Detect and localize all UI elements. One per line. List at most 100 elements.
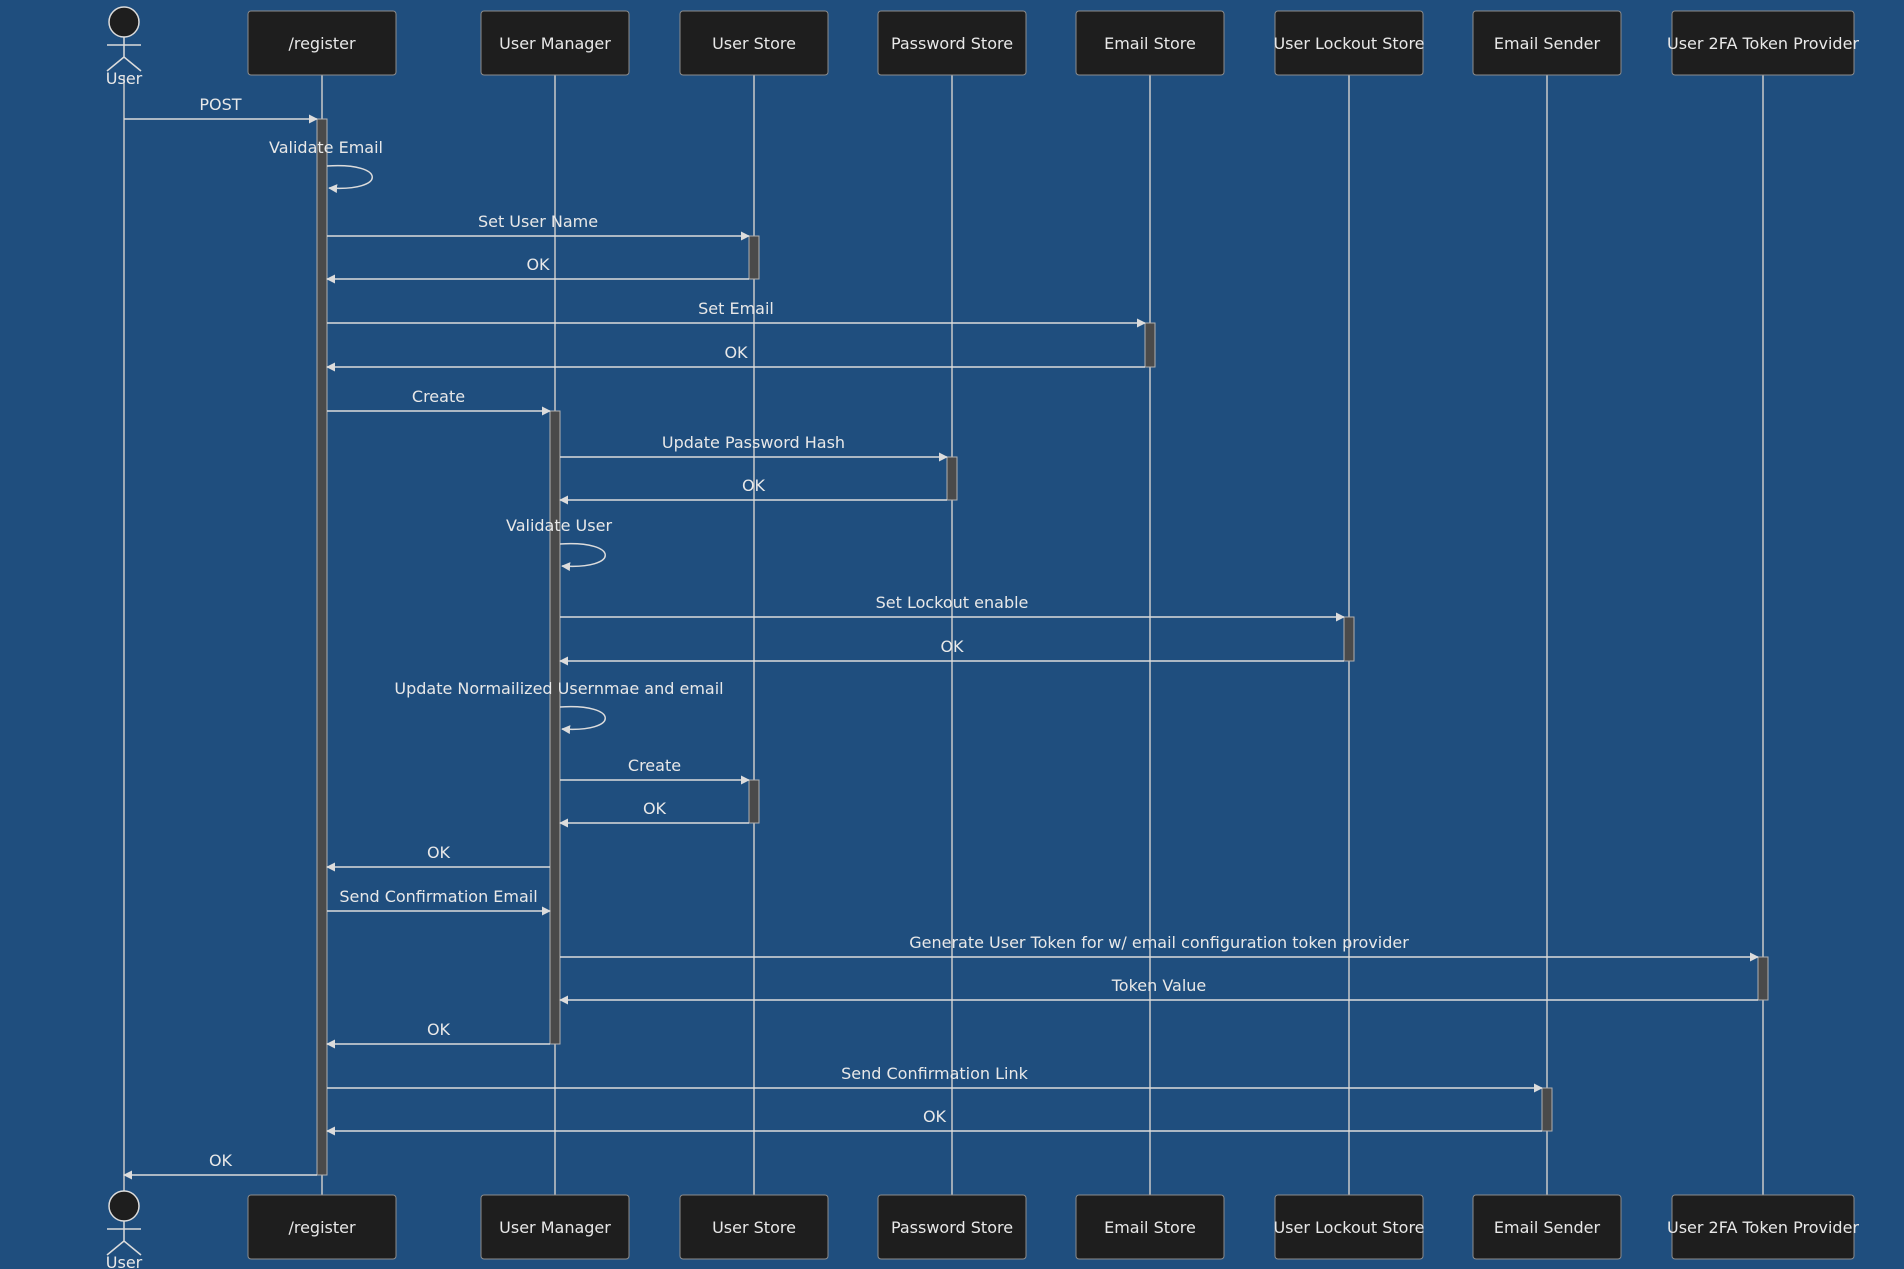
participant-label: Password Store	[891, 1218, 1013, 1237]
message-9: Validate User	[506, 516, 612, 572]
participant-user-lockout-store-bottom: User Lockout Store	[1273, 1194, 1425, 1260]
participant-label: User Lockout Store	[1273, 34, 1424, 53]
participant-box	[877, 10, 1027, 76]
message-label: Update Password Hash	[662, 433, 845, 452]
participant-box	[247, 1194, 397, 1260]
participant-password-store-bottom: Password Store	[877, 1194, 1027, 1260]
message-label: Set User Name	[478, 212, 598, 231]
activation-bar-es	[1144, 322, 1156, 368]
message-10: Set Lockout enable	[560, 593, 1345, 622]
participant-user-store-top: User Store	[679, 10, 829, 76]
message-label: Send Confirmation Email	[339, 887, 537, 906]
message-20: Send Confirmation Link	[327, 1064, 1543, 1093]
participant-box	[1274, 1194, 1424, 1260]
participant-register-bottom: /register	[247, 1194, 397, 1260]
participant-label: User 2FA Token Provider	[1667, 1218, 1859, 1237]
message-21: OK	[326, 1107, 1542, 1136]
message-18: Token Value	[559, 976, 1758, 1005]
actor-label: User	[106, 1253, 143, 1269]
person-icon-body	[106, 37, 142, 72]
message-19: OK	[326, 1020, 550, 1049]
message-2: Set User Name	[327, 212, 750, 241]
message-label: Validate User	[506, 516, 612, 535]
participant-email-store-bottom: Email Store	[1075, 1194, 1225, 1260]
participant-email-sender-bottom: Email Sender	[1472, 1194, 1622, 1260]
participant-email-sender-top: Email Sender	[1472, 10, 1622, 76]
participant-label: /register	[288, 34, 356, 53]
participant-box	[1472, 1194, 1622, 1260]
activation-bar-um	[549, 410, 561, 1045]
participant-box	[480, 10, 630, 76]
message-12: Update Normailized Usernmae and email	[394, 679, 724, 735]
activation-bar-uls	[1343, 616, 1355, 662]
lifelines	[123, 75, 1764, 1195]
actor-user-top: User	[106, 6, 143, 88]
message-label: POST	[199, 95, 241, 114]
message-7: Update Password Hash	[560, 433, 948, 462]
message-6: Create	[327, 387, 551, 416]
participant-box	[1075, 10, 1225, 76]
participant-register-top: /register	[247, 10, 397, 76]
participant-box	[679, 10, 829, 76]
message-14: OK	[559, 799, 749, 828]
participant-label: User Store	[712, 34, 796, 53]
participant-box	[247, 10, 397, 76]
message-label: OK	[427, 843, 451, 862]
participant-box	[1671, 1194, 1855, 1260]
participant-label: Email Store	[1104, 1218, 1196, 1237]
participant-box	[1274, 10, 1424, 76]
participant-label: Password Store	[891, 34, 1013, 53]
participant-user-2fa-token-provider-bottom: User 2FA Token Provider	[1667, 1194, 1859, 1260]
message-label: OK	[209, 1151, 233, 1170]
participant-email-store-top: Email Store	[1075, 10, 1225, 76]
message-label: Token Value	[1111, 976, 1207, 995]
message-label: OK	[724, 343, 748, 362]
message-label: OK	[742, 476, 766, 495]
participant-user-manager-top: User Manager	[480, 10, 630, 76]
actor-user-bottom: User	[106, 1190, 143, 1269]
activation-bar-register	[316, 118, 328, 1176]
activation-bars	[316, 118, 1769, 1176]
message-16: Send Confirmation Email	[327, 887, 551, 916]
participant-label: Email Sender	[1494, 1218, 1601, 1237]
activation-bar-tfa	[1757, 956, 1769, 1001]
message-label: Set Email	[698, 299, 774, 318]
person-icon-head	[108, 1190, 140, 1222]
participant-label: Email Sender	[1494, 34, 1601, 53]
self-message-arrow	[326, 164, 373, 194]
message-8: OK	[559, 476, 947, 505]
participant-password-store-top: Password Store	[877, 10, 1027, 76]
participant-label: User Manager	[499, 1218, 611, 1237]
participant-label: Email Store	[1104, 34, 1196, 53]
message-1: Validate Email	[269, 138, 383, 194]
person-icon-body	[106, 1221, 142, 1256]
participant-label: User Manager	[499, 34, 611, 53]
message-label: OK	[940, 637, 964, 656]
participant-user-manager-bottom: User Manager	[480, 1194, 630, 1260]
participant-user-lockout-store-top: User Lockout Store	[1273, 10, 1425, 76]
message-label: Send Confirmation Link	[841, 1064, 1028, 1083]
participant-user-store-bottom: User Store	[679, 1194, 829, 1260]
message-label: Create	[628, 756, 681, 775]
participant-label: User Lockout Store	[1273, 1218, 1424, 1237]
message-13: Create	[560, 756, 750, 785]
message-label: Generate User Token for w/ email configu…	[909, 933, 1409, 952]
message-label: OK	[923, 1107, 947, 1126]
message-label: OK	[643, 799, 667, 818]
message-label: OK	[526, 255, 550, 274]
message-label: Validate Email	[269, 138, 383, 157]
actor-label: User	[106, 69, 143, 88]
participant-box	[1075, 1194, 1225, 1260]
activation-bar-us	[748, 779, 760, 824]
participant-box	[1472, 10, 1622, 76]
participant-label: User 2FA Token Provider	[1667, 34, 1859, 53]
message-label: Create	[412, 387, 465, 406]
participant-box	[1671, 10, 1855, 76]
participant-label: User Store	[712, 1218, 796, 1237]
person-icon-head	[108, 6, 140, 38]
participant-box	[679, 1194, 829, 1260]
self-message-arrow	[559, 542, 606, 572]
